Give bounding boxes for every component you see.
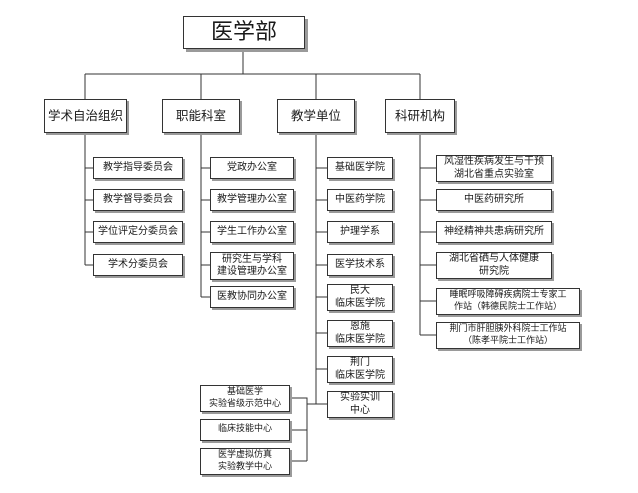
teaching-child-5: 恩施 临床医学院 [327,320,393,347]
teaching-child-4: 民大 临床医学院 [327,284,393,311]
teaching-child-3: 医学技术系 [327,254,393,276]
teaching-child-6: 荆门 临床医学院 [327,356,393,383]
branch-functional-offices: 职能科室 [162,99,240,133]
research-child-1: 中医药研究所 [436,189,552,211]
office-child-0: 党政办公室 [210,157,294,179]
branch-academic-autonomy: 学术自治组织 [44,99,127,133]
connector-branch-0 [84,133,93,266]
branch-research-institutes: 科研机构 [385,99,455,133]
sub-center-2: 医学虚拟仿真 实验教学中心 [200,448,290,475]
academic-child-3: 学术分委员会 [93,254,183,276]
branch-teaching-units: 教学单位 [277,99,355,133]
academic-child-1: 教学督导委员会 [93,189,183,211]
office-child-2: 学生工作办公室 [210,221,294,243]
research-child-3: 湖北省硒与人体健康 研究院 [436,252,552,279]
connector-sub-centers [290,397,316,462]
sub-center-0: 基础医学 实验省级示范中心 [200,385,290,412]
teaching-child-1: 中医药学院 [327,189,393,211]
research-child-0: 风湿性疾病发生与干预 湖北省重点实验室 [436,155,552,182]
research-child-2: 神经精神共患病研究所 [436,221,552,243]
connector-root [84,49,421,99]
teaching-child-2: 护理学系 [327,221,393,243]
office-child-1: 教学管理办公室 [210,189,294,211]
sub-center-1: 临床技能中心 [200,419,290,441]
research-child-5: 荆门市肝胆胰外科院士工作站 （陈孝平院士工作站） [436,322,580,349]
teaching-child-0: 基础医学院 [327,157,393,179]
academic-child-2: 学位评定分委员会 [93,221,183,243]
office-child-4: 医教协同办公室 [210,286,294,308]
academic-child-0: 教学指导委员会 [93,157,183,179]
teaching-child-7: 实验实训 中心 [327,391,393,418]
root-node: 医学部 [183,16,305,49]
research-child-4: 睡眠呼吸障碍疾病院士专家工 作站（韩德民院士工作站） [436,288,580,315]
connector-branch-2 [315,133,327,405]
office-child-3: 研究生与学科 建设管理办公室 [210,252,294,280]
connector-branch-1 [200,133,210,298]
connector-branch-3 [419,133,436,336]
